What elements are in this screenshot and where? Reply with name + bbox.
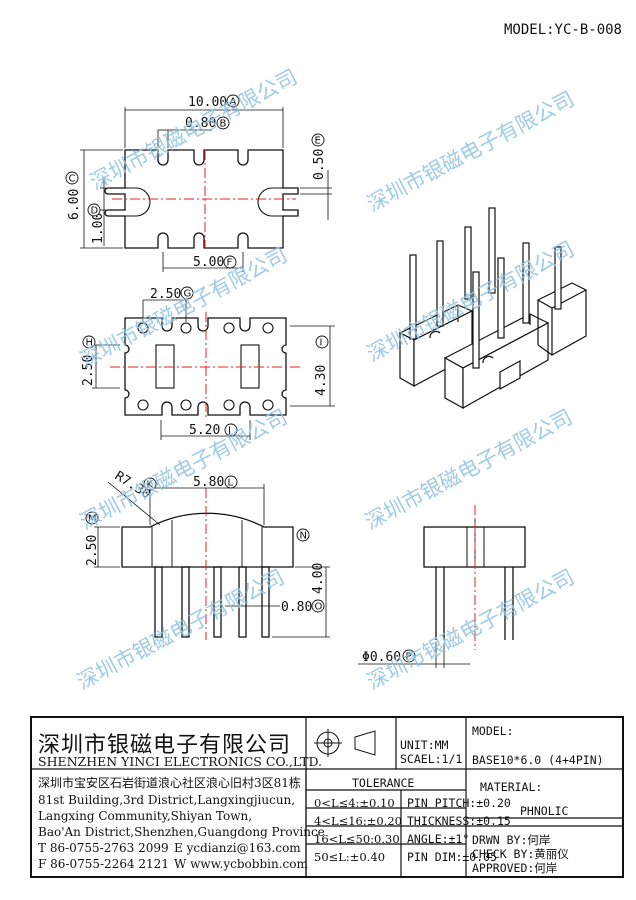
company-name-en: SHENZHEN YINCI ELECTRONICS CO.,LTD.: [38, 754, 323, 769]
dim-f-tag: F: [227, 258, 233, 269]
front-view: [94, 481, 330, 640]
approved-by: APPROVED:何岸: [472, 861, 558, 875]
dimension-labels: 10.00 A 0.80 B 6.00 C 1.00 D 0.50 E 5.00…: [65, 94, 416, 665]
thickness: THICKNESS:±0.15: [407, 814, 511, 828]
dim-c-value: 6.00: [67, 189, 82, 220]
watermark-8: 深圳市银磁电子有限公司: [363, 565, 578, 695]
dim-b-tag: B: [220, 119, 227, 130]
watermark-2: 深圳市银磁电子有限公司: [363, 87, 578, 217]
dim-n-value: 4.00: [311, 563, 326, 594]
dim-g-tag: G: [184, 289, 192, 300]
dim-j-tag: J: [227, 426, 231, 437]
isometric-view: [398, 207, 587, 410]
technical-drawing: 10.00 A 0.80 B 6.00 C 1.00 D 0.50 E 5.00…: [65, 65, 587, 695]
dim-f-value: 5.00: [193, 255, 224, 270]
dim-a-value: 10.00: [188, 95, 227, 110]
side-view: [358, 505, 526, 668]
dim-p-tag: P: [406, 652, 412, 663]
dim-n-tag: N: [300, 531, 307, 542]
dim-c-tag: C: [69, 174, 76, 185]
bottom-view: [92, 299, 335, 440]
dim-h-value: 2.50: [81, 355, 96, 386]
watermark-7: 深圳市银磁电子有限公司: [73, 565, 288, 695]
tel: T 86-0755-2763 2099: [38, 841, 169, 855]
pin-pitch: PIN PITCH:±0.20: [407, 796, 511, 810]
model-value: BASE10*6.0 (4+4PIN): [472, 753, 604, 767]
fax: F 86-0755-2264 2121: [38, 857, 169, 871]
address-line-4: Bao'An District,Shenzhen,Guangdong Provi…: [38, 825, 325, 839]
email: E ycdianzi@163.com: [174, 841, 301, 855]
dim-k-tag: K: [147, 480, 154, 491]
dim-i-value: 4.30: [314, 365, 329, 396]
tolerance-3: 16<L≤50:0.30: [314, 832, 400, 846]
dim-e-value: 0.50: [312, 149, 327, 180]
dim-i-tag: I: [320, 338, 323, 349]
top-view: [80, 107, 332, 272]
tolerance-2: 4<L≤16:±0.20: [314, 814, 402, 828]
tolerance-4: 50≤L:±0.40: [314, 850, 386, 864]
dim-g-value: 2.50: [150, 287, 181, 302]
address-line-1: 深圳市宝安区石岩街道浪心社区浪心旧村3区81栋: [38, 776, 301, 790]
tolerance-label: TOLERANCE: [352, 776, 415, 790]
dim-m-value: 2.50: [85, 535, 100, 566]
dim-p-value: Φ0.60: [362, 650, 401, 665]
dim-l-value: 5.80: [193, 475, 224, 490]
projection-symbol: [314, 729, 376, 757]
address-line-2: 81st Building,3rd District,Langxingjiucu…: [38, 793, 296, 807]
dim-b-value: 0.80: [185, 116, 216, 131]
dim-d-value: 1.00: [91, 213, 106, 244]
watermark-1: 深圳市银磁电子有限公司: [86, 65, 301, 195]
watermark-6: 深圳市银磁电子有限公司: [361, 405, 576, 535]
material-value: PHNOLIC: [520, 804, 569, 818]
dim-d-tag: D: [91, 206, 99, 217]
dim-e-tag: E: [315, 136, 321, 147]
dim-h-tag: H: [86, 338, 94, 349]
material-label: MATERIAL:: [480, 780, 543, 794]
drawn-by: DRWN BY:何岸: [472, 833, 551, 847]
pin-dim: PIN DIM:±0.05: [407, 850, 498, 864]
company-name-cn: 深圳市银磁电子有限公司: [38, 733, 292, 758]
dim-o-value: 0.80: [281, 600, 312, 615]
checked-by: CHECK BY:黄丽仪: [472, 847, 569, 861]
tolerance-1: 0<L≤4:±0.10: [314, 796, 395, 810]
address-line-3: Langxing Community,Shiyan Town,: [38, 809, 253, 823]
dim-m-tag: M: [88, 514, 97, 525]
model-label: MODEL:: [472, 724, 514, 738]
title-block-grid: [32, 716, 624, 878]
web: W www.ycbobbin.com: [174, 857, 308, 871]
model-number: MODEL:YC-B-008: [503, 22, 622, 38]
unit: UNIT:MM: [400, 738, 449, 752]
angle: ANGLE:±1°: [407, 832, 470, 846]
scale: SCAEL:1/1: [400, 752, 463, 766]
dim-a-tag: A: [230, 97, 237, 108]
dim-l-tag: L: [228, 478, 234, 489]
title-block: 深圳市银磁电子有限公司 SHENZHEN YINCI ELECTRONICS C…: [30, 716, 624, 878]
dim-o-tag: O: [315, 602, 323, 613]
dim-j-value: 5.20: [189, 423, 220, 438]
